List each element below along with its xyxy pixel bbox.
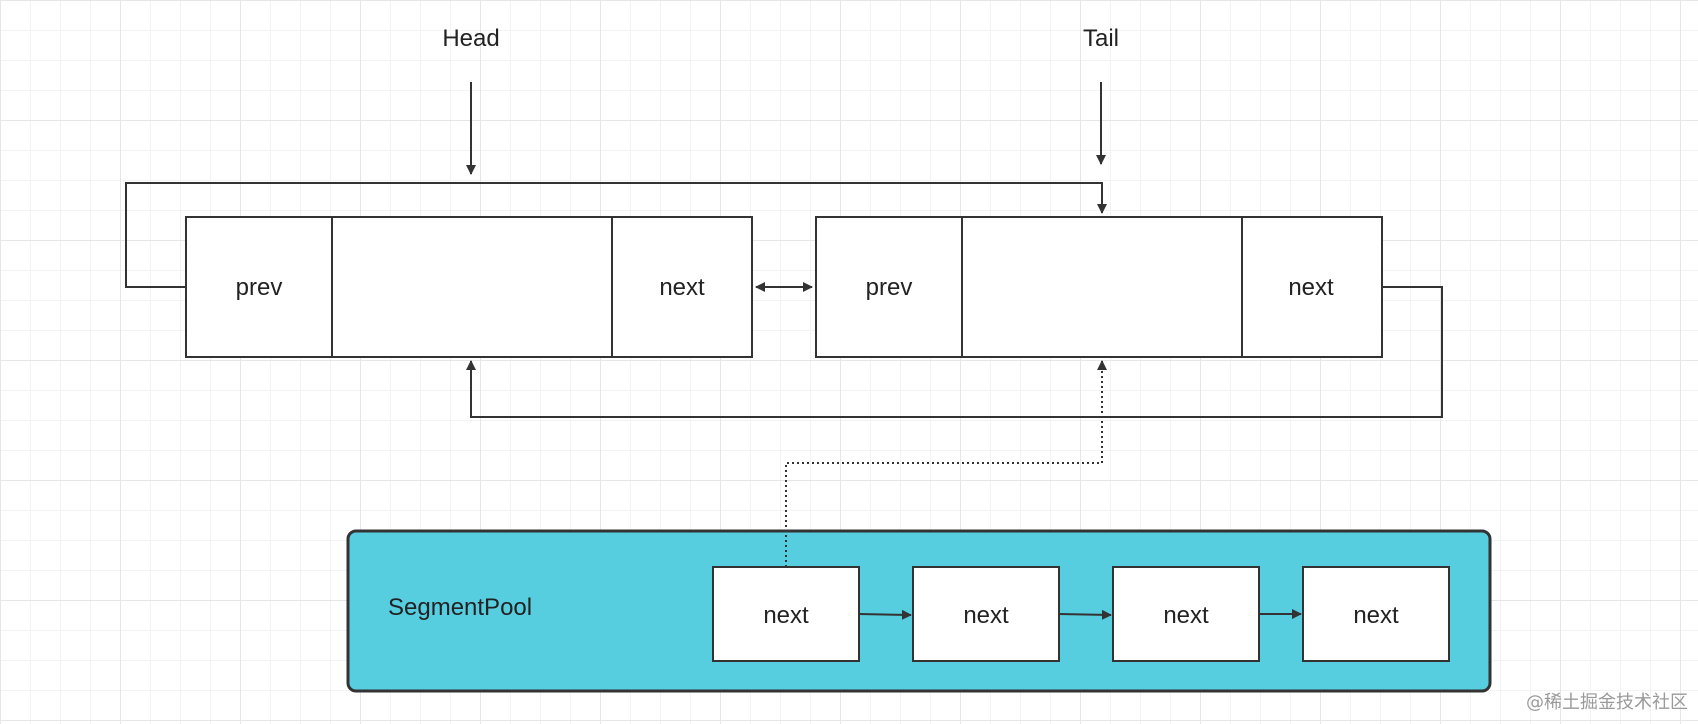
pool-node-2: next [912, 566, 1060, 662]
tail-label: Tail [1083, 25, 1119, 52]
pool-to-segment-dotted-arrow [785, 360, 1107, 567]
segment-2-prev-label: prev [866, 274, 913, 301]
segment-1-next-label: next [659, 274, 705, 301]
segment-2: prev next [815, 216, 1383, 358]
pool-node-1: next [712, 566, 860, 662]
segment-2-next-label: next [1288, 274, 1334, 301]
prev-circular-arrow [125, 182, 1107, 288]
pool-node-3-label: next [1163, 602, 1209, 629]
pool-link-arrow-1 [858, 609, 912, 620]
next-circular-arrow [466, 286, 1443, 418]
segment-pool-label: SegmentPool [388, 594, 532, 621]
pool-node-4: next [1302, 566, 1450, 662]
pool-node-2-label: next [963, 602, 1009, 629]
watermark: @稀土掘金技术社区 [1526, 692, 1688, 713]
pool-node-3: next [1112, 566, 1260, 662]
head-label: Head [442, 25, 499, 52]
pool-link-arrow-2 [1058, 609, 1112, 620]
pool-node-1-label: next [763, 602, 809, 629]
segment-1-prev-label: prev [236, 274, 283, 301]
pool-node-4-label: next [1353, 602, 1399, 629]
segment-1: prev next [185, 216, 753, 358]
